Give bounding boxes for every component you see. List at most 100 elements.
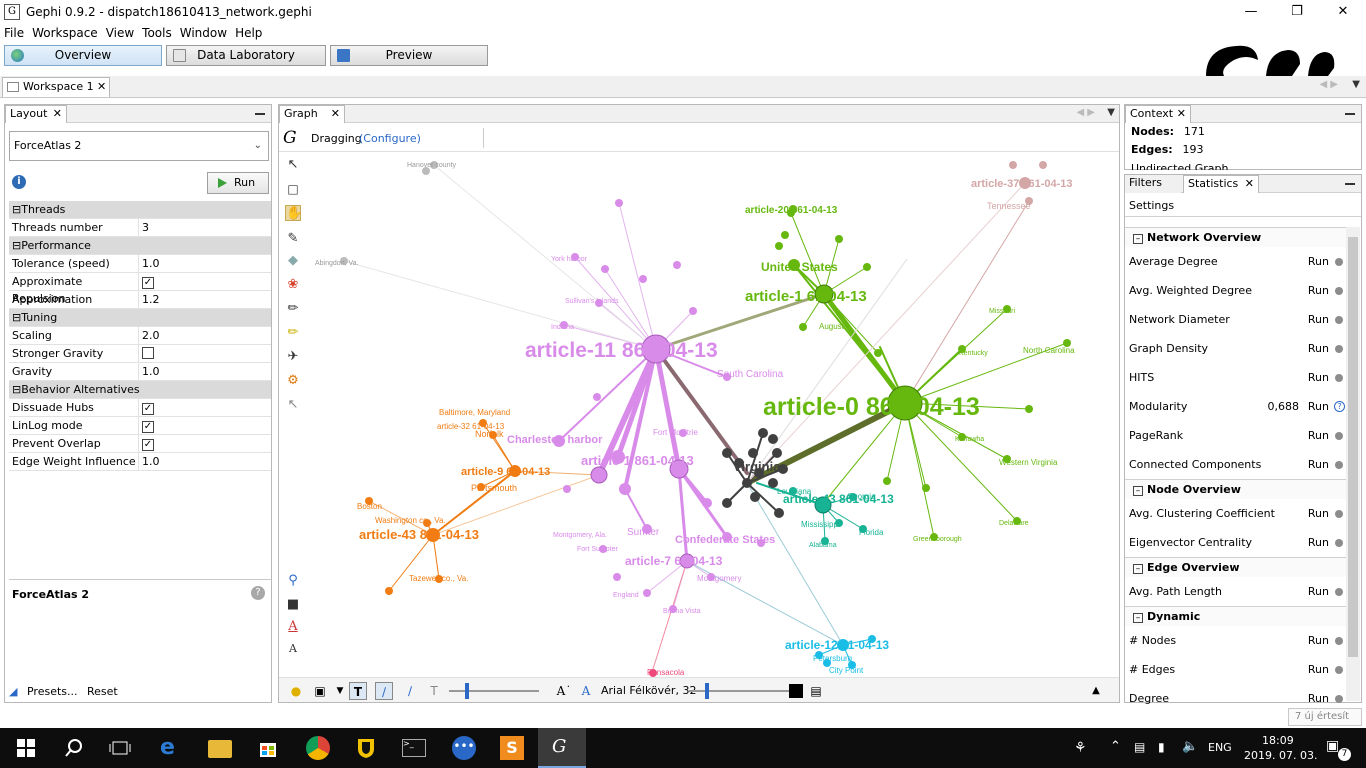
group-network-overview[interactable]: –Network Overview	[1125, 227, 1347, 247]
tray-expand-icon[interactable]: ⌃	[1110, 739, 1121, 754]
section-behavior[interactable]: ⊟Behavior Alternatives	[9, 381, 271, 399]
layout-algorithm-select[interactable]: ForceAtlas 2 ⌄	[9, 131, 269, 161]
statistics-scrollbar[interactable]	[1346, 227, 1360, 701]
volume-icon[interactable]: 🔈	[1182, 739, 1199, 754]
terminal-icon[interactable]: >_	[402, 739, 426, 757]
gephi-taskbar-button[interactable]: G	[538, 728, 586, 768]
font-size-decrease-icon[interactable]: A˙	[556, 684, 572, 698]
chrome-icon[interactable]	[306, 736, 330, 760]
lightbulb-icon[interactable]: ●	[290, 684, 302, 698]
run-graph-density-button[interactable]: Run	[1307, 342, 1329, 355]
close-statistics-icon[interactable]: ✕	[1244, 177, 1254, 190]
section-tuning[interactable]: ⊟Tuning	[9, 309, 271, 327]
group-node-overview[interactable]: –Node Overview	[1125, 479, 1347, 499]
rectangle-select-icon[interactable]: □	[287, 182, 299, 196]
notification-toast[interactable]: 7 új értesít	[1288, 708, 1362, 726]
section-threads[interactable]: ⊟Threads	[9, 201, 271, 219]
run-weighted-degree-button[interactable]: Run	[1307, 284, 1329, 297]
edge-icon[interactable]: ∕	[375, 682, 393, 700]
pointer-icon[interactable]: ↖	[287, 157, 299, 172]
edge-label-icon[interactable]: T	[430, 684, 438, 698]
close-window-button[interactable]: ✕	[1337, 4, 1349, 19]
network-graph[interactable]: article-0 861-04-13 article-1 61-04-13 a…	[307, 153, 1119, 677]
action-center-icon[interactable]: ▣	[1326, 738, 1340, 754]
layout-run-button[interactable]: Run	[207, 172, 269, 194]
close-workspace-icon[interactable]: ✕	[97, 80, 107, 93]
palette-icon[interactable]: ❀	[287, 277, 299, 292]
run-clustering-button[interactable]: Run	[1307, 507, 1329, 520]
attributes-icon[interactable]: ▤	[810, 684, 822, 698]
drag-hand-icon[interactable]: ✋	[285, 205, 303, 221]
graph-tab-scroll-icon[interactable]: ◀ ▶	[1076, 107, 1095, 118]
run-degree-button[interactable]: Run	[1307, 692, 1329, 705]
menu-file[interactable]: File	[4, 26, 25, 40]
minimize-panel-icon[interactable]	[255, 113, 265, 115]
shield-icon[interactable]	[354, 736, 378, 760]
section-performance[interactable]: ⊟Performance	[9, 237, 271, 255]
settings-button[interactable]: Settings	[1125, 195, 1361, 217]
minimize-button[interactable]: —	[1244, 4, 1258, 19]
graph-tab-list-icon[interactable]: ▼	[1107, 107, 1115, 118]
layout-tab[interactable]: Layout ✕	[5, 105, 67, 123]
run-path-length-button[interactable]: Run	[1307, 585, 1329, 598]
reset-button[interactable]: Reset	[87, 685, 118, 698]
run-eigenvector-button[interactable]: Run	[1307, 536, 1329, 549]
overview-tab[interactable]: Overview	[4, 45, 162, 66]
tab-scroll-left-icon[interactable]: ◀ ▶	[1319, 79, 1338, 90]
approximate-repulsion-checkbox[interactable]: ✓	[142, 277, 154, 289]
edge-browser-icon[interactable]: e	[160, 735, 175, 760]
restore-button[interactable]: ❐	[1291, 4, 1303, 19]
tolerance-field[interactable]: 1.0	[142, 257, 160, 270]
close-context-icon[interactable]: ✕	[1176, 107, 1186, 120]
label-size-icon[interactable]: A	[289, 642, 297, 655]
menu-workspace[interactable]: Workspace	[32, 26, 98, 40]
label-font-select[interactable]: Arial Félkövér, 32	[601, 684, 697, 697]
report-help-icon[interactable]: ?	[1334, 401, 1345, 412]
menu-window[interactable]: Window	[179, 26, 228, 40]
context-tab[interactable]: Context ✕	[1125, 105, 1191, 123]
dissuade-hubs-checkbox[interactable]: ✓	[142, 403, 154, 415]
edge-color-icon[interactable]: ∕	[407, 684, 413, 698]
font-color-icon[interactable]: A	[581, 684, 591, 698]
run-nodes-button[interactable]: Run	[1307, 634, 1329, 647]
gravity-field[interactable]: 1.0	[142, 365, 160, 378]
file-explorer-icon[interactable]	[208, 740, 232, 758]
linlog-mode-checkbox[interactable]: ✓	[142, 421, 154, 433]
close-graph-icon[interactable]: ✕	[330, 107, 340, 120]
configure-link[interactable]: (Configure)	[359, 132, 421, 145]
collapse-toolbar-icon[interactable]: ▲	[1092, 685, 1100, 696]
run-connected-components-button[interactable]: Run	[1307, 458, 1329, 471]
gear-icon[interactable]: ⚙	[287, 373, 299, 388]
clock-time[interactable]: 18:09	[1262, 734, 1294, 747]
label-color-icon[interactable]: A	[288, 619, 298, 634]
threads-number-field[interactable]: 3	[142, 221, 149, 234]
zoom-icon[interactable]: ⚲	[288, 573, 298, 588]
graph-canvas[interactable]: article-0 861-04-13 article-1 61-04-13 a…	[307, 153, 1119, 677]
sublime-icon[interactable]: S	[500, 736, 524, 760]
airplane-icon[interactable]: ✈	[287, 349, 299, 364]
scroll-thumb[interactable]	[1348, 237, 1358, 657]
battery-icon[interactable]: ▮	[1158, 740, 1165, 754]
run-modularity-button[interactable]: Run	[1307, 400, 1329, 413]
preview-tab[interactable]: Preview	[330, 45, 488, 66]
clock-date[interactable]: 2019. 07. 03.	[1244, 749, 1318, 762]
screenshot-icon[interactable]: ▣	[314, 684, 326, 698]
minimize-statistics-icon[interactable]	[1345, 183, 1355, 185]
help-icon[interactable]: ?	[251, 586, 265, 600]
task-view-icon[interactable]	[108, 736, 132, 760]
info-icon[interactable]: i	[12, 175, 26, 189]
store-icon[interactable]	[256, 736, 280, 760]
people-icon[interactable]: ⚘	[1074, 740, 1087, 756]
graph-tab[interactable]: Graph ✕	[279, 105, 345, 123]
label-size-slider[interactable]	[689, 683, 789, 699]
edge-pencil-icon[interactable]: ✏	[287, 325, 299, 340]
workspace-tab[interactable]: Workspace 1 ✕	[2, 77, 110, 97]
tab-list-icon[interactable]: ▼	[1352, 79, 1360, 90]
search-icon[interactable]	[62, 736, 86, 760]
chat-icon[interactable]: •••	[452, 736, 476, 760]
run-network-diameter-button[interactable]: Run	[1307, 313, 1329, 326]
show-labels-icon[interactable]: T	[349, 682, 367, 700]
pencil-icon[interactable]: ✏	[287, 301, 299, 316]
edge-weight-field[interactable]: 1.0	[142, 455, 160, 468]
edge-scale-slider[interactable]	[449, 683, 539, 699]
